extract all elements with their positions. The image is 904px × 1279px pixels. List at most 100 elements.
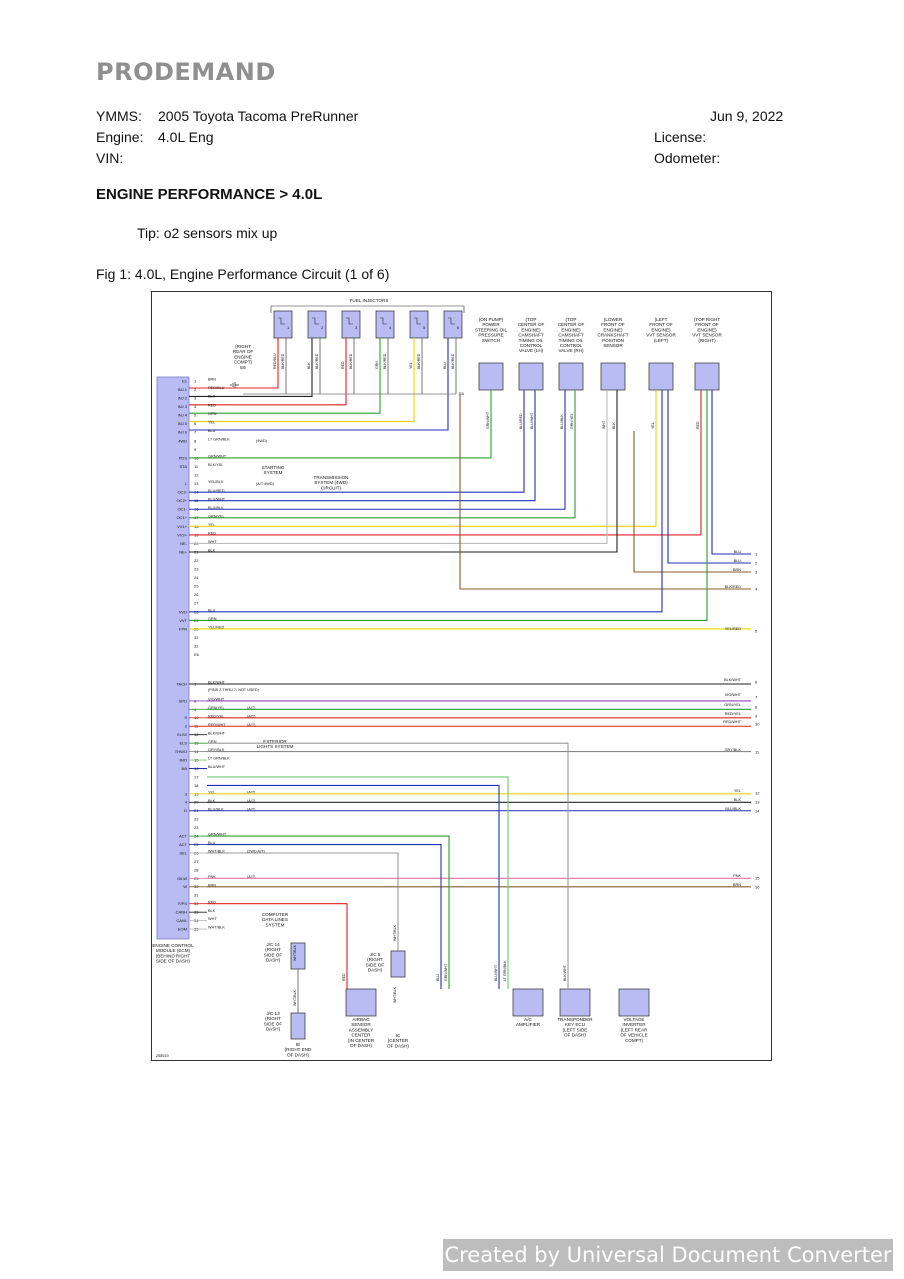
- ecm-pin-name: D: [184, 808, 187, 813]
- ecm-pin-number: 2: [194, 387, 197, 392]
- exterior-lights-label: EXTERIOR: [263, 739, 287, 744]
- component-label: CRANKSHAFT: [597, 333, 628, 338]
- component-wire-label: YEL: [651, 422, 655, 429]
- bottom-component-label: OF VEHICLE: [620, 1033, 647, 1038]
- component-label: CENTER OF: [558, 322, 585, 327]
- right-ref-wire: YEL: [734, 789, 741, 793]
- component-wire-label: BLU/BLK: [560, 414, 564, 429]
- ecm-pin-name: 3: [185, 791, 188, 796]
- component-wire: [189, 390, 657, 527]
- injector-wire-label: YEL: [409, 362, 413, 369]
- ecm-pin-name: OILW: [177, 876, 187, 881]
- component-label: ENGINE): [521, 327, 541, 332]
- vvt-wire: [667, 390, 751, 564]
- injector-coil: [278, 317, 285, 325]
- injector-coil: [312, 317, 319, 325]
- component-block: [600, 362, 626, 391]
- component-label: CONTROL: [560, 343, 583, 348]
- component-label: (TOP RIGHT: [694, 317, 721, 322]
- component-block: [478, 362, 504, 391]
- injector-number: 6: [457, 325, 460, 330]
- jc13-label: (RIGHT: [265, 1016, 281, 1021]
- bottom-wire-label: LT GRN/BLK: [503, 960, 507, 981]
- injector-number: 5: [423, 325, 426, 330]
- right-ref-wire: GRN/YEL: [724, 703, 741, 707]
- ecm-wire-label: BRN: [208, 883, 216, 887]
- ecm-pin-number: 22: [194, 817, 199, 822]
- ecm-wire-note: (A/T): [247, 807, 256, 811]
- transponder-wire: [207, 784, 500, 989]
- ecm-wire-label: LT GRN/BLK: [208, 437, 230, 441]
- ecm-pin-number: 11: [194, 464, 199, 469]
- ecm-wire-note: (A/T): [247, 799, 256, 803]
- injector-signal-wire: [189, 338, 347, 406]
- component-label: (TOP: [566, 317, 577, 322]
- component-label: CAMSHAFT: [518, 333, 543, 338]
- ecm-wire-label: WHT/BLK: [208, 850, 225, 854]
- jc13-block: [290, 1012, 306, 1040]
- ecm-wire-label: GRN: [208, 617, 217, 621]
- injector-coil: [414, 317, 421, 325]
- jc13-label: SIDE OF: [264, 1021, 283, 1026]
- injector-signal-wire: [189, 338, 449, 431]
- right-ref-number: 2: [755, 560, 758, 565]
- ac-wire: [207, 835, 450, 989]
- fuel-injectors-label: FUEL INJECTORS: [350, 298, 389, 303]
- injector-wire-label: BLU: [443, 362, 447, 369]
- bottom-wire-label: WHT/BLK: [293, 989, 297, 1006]
- prodemand-logo: PRODEMAND: [96, 58, 276, 86]
- component-label: (RIGHT): [698, 338, 716, 343]
- ecm-wire-label: YEL/BLK: [208, 480, 224, 484]
- jc5-block: [390, 950, 406, 978]
- ecm-pin-name: ELS: [179, 741, 187, 746]
- transmission-system-label: CIRCUIT): [321, 485, 342, 490]
- ecm-wire-label: RED: [208, 532, 216, 536]
- component-label: ENGINE): [651, 327, 671, 332]
- ecm-pin-name: SEL: [179, 850, 187, 855]
- component-label: ENGINE): [603, 327, 623, 332]
- ecm-wire-label: RED: [208, 403, 216, 407]
- ecm-wire-label: RED/YEL: [208, 714, 224, 718]
- sel-wire: [207, 852, 399, 951]
- fuel-injector: [375, 310, 395, 339]
- component-label: VALVE (LH): [519, 348, 544, 353]
- ecm-pin-number: 27: [194, 859, 199, 864]
- ground-ic-label: (CENTER: [388, 1038, 409, 1043]
- exterior-lights-label: LIGHTS SYSTEM: [257, 744, 294, 749]
- component-label: CENTER OF: [518, 322, 545, 327]
- bottom-wire-label: GRN/WHT: [444, 963, 448, 981]
- bottom-wire-label: WHT/BLK: [293, 944, 297, 961]
- bottom-component-label: A/C: [524, 1017, 532, 1022]
- fuel-injector: [341, 310, 361, 339]
- license-label: License:: [654, 129, 707, 145]
- ecm-pin-name: OC2+: [176, 498, 187, 503]
- ecm-pin-name: NE+: [179, 549, 188, 554]
- right-ref-wire: RED/YEL: [725, 712, 741, 716]
- component-wire: [189, 390, 566, 510]
- inverter-wire: [207, 742, 569, 989]
- ecm-pin-name: 4WD: [178, 438, 187, 443]
- ecm-wire-label: BLK/WHT: [208, 681, 226, 685]
- ecm-wire-label: BLU/WHT: [208, 765, 226, 769]
- injector-number: 4: [389, 325, 392, 330]
- ecm-pin-number: 9: [194, 447, 197, 452]
- ecm-wire-label: WHT: [208, 917, 217, 921]
- right-ref-number: 4: [755, 586, 758, 591]
- right-ref-wire: BLU/BLK: [725, 807, 741, 811]
- ecm-pin-name: IMO: [179, 757, 187, 762]
- right-ref-wire: YEL/RED: [725, 627, 742, 631]
- ecm-pin-name: PDS: [179, 455, 188, 460]
- ecm-pin-number: 13: [194, 481, 199, 486]
- ecm-pin-number: 31: [194, 893, 199, 898]
- ground-ref-wire: [459, 394, 751, 590]
- transponder-wire: [207, 776, 509, 989]
- bottom-component-label: CENTER: [352, 1033, 372, 1038]
- component-wire-label: BLK: [612, 422, 616, 429]
- ecm-wire-note: (A/T): [247, 875, 256, 879]
- ecm-wire-label: GRN/WHT: [208, 833, 227, 837]
- component-wire: [189, 390, 608, 544]
- odometer-label: Odometer:: [654, 150, 721, 166]
- ecm-wire-label: WHT/BLK: [208, 926, 225, 930]
- injector-coil: [346, 317, 353, 325]
